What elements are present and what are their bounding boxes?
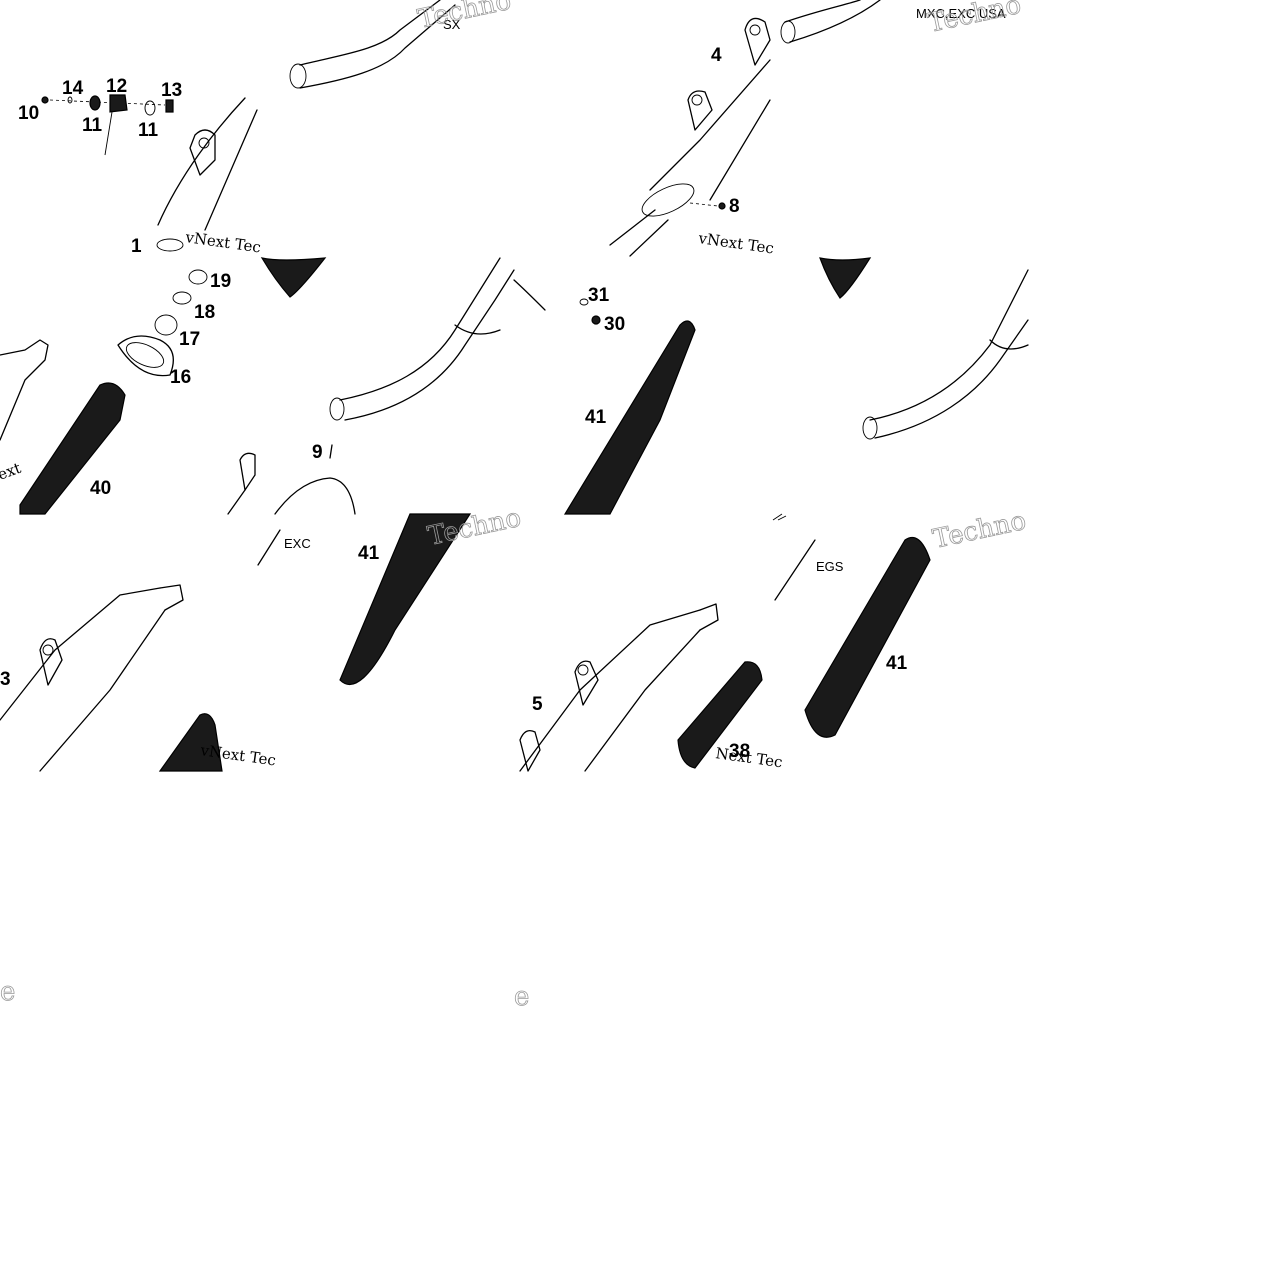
part-label-30: 30 — [604, 314, 625, 335]
variant-label-egs: EGS — [816, 559, 844, 574]
part-label-10: 10 — [18, 103, 39, 124]
tile-10-exc-cover — [257, 513, 472, 685]
tile-1-silencer-mount — [41, 94, 258, 252]
part-label-4: 4 — [711, 45, 722, 66]
watermark-fragment-1: e — [0, 977, 15, 1007]
variant-label-sx: SX — [443, 17, 461, 32]
watermark-vnext-2: vNext Tec — [696, 229, 775, 258]
tile-4-mxc-pipe — [780, 0, 881, 299]
tile-9-silencer — [0, 584, 223, 772]
part-label-31: 31 — [588, 285, 610, 306]
watermark-fragment-2: e — [514, 982, 529, 1012]
watermark-techno-4: Techno — [930, 506, 1029, 555]
part-label-11b: 11 — [138, 120, 159, 141]
part-label-17: 17 — [179, 329, 200, 350]
part-label-9: 9 — [312, 442, 323, 463]
part-label-12: 12 — [106, 76, 127, 97]
watermark-techno-3: Techno — [425, 503, 524, 552]
tile-5-end-cap — [0, 269, 208, 515]
part-label-11a: 11 — [82, 115, 103, 136]
watermark-techno-2: Techno — [925, 0, 1024, 39]
tile-3-silencer — [609, 17, 771, 257]
part-label-19: 19 — [210, 271, 231, 292]
part-label-5: 5 — [532, 694, 543, 715]
part-label-41a: 41 — [585, 407, 607, 428]
part-label-40: 40 — [90, 478, 111, 499]
part-label-14: 14 — [62, 78, 84, 99]
watermark-ext-1: ext — [0, 459, 23, 484]
part-label-13: 13 — [161, 80, 182, 101]
part-label-1: 1 — [131, 236, 142, 257]
watermark-nexttec: Next Tec — [714, 744, 783, 771]
tile-8-pipe — [862, 269, 1029, 440]
tile-7-silencer-cover — [513, 279, 696, 515]
watermark-techno-1: Techno — [415, 0, 514, 35]
watermark-vnext-1: vNext Tec — [183, 228, 262, 257]
tile-6-pipe — [227, 257, 515, 515]
part-label-3: 3 — [0, 669, 11, 690]
part-label-8: 8 — [729, 196, 740, 217]
part-label-16: 16 — [170, 367, 191, 388]
part-label-41b: 41 — [358, 543, 380, 564]
part-label-18: 18 — [194, 302, 215, 323]
tile-11-silencer — [519, 513, 787, 772]
part-label-41c: 41 — [886, 653, 908, 674]
tile-12-egs-cover — [774, 536, 931, 738]
variant-label-exc: EXC — [284, 536, 311, 551]
part-label-38: 38 — [729, 741, 750, 762]
variant-label-mxc: MXC,EXC USA — [916, 6, 1006, 21]
tile-2-sx-pipe — [260, 0, 456, 298]
